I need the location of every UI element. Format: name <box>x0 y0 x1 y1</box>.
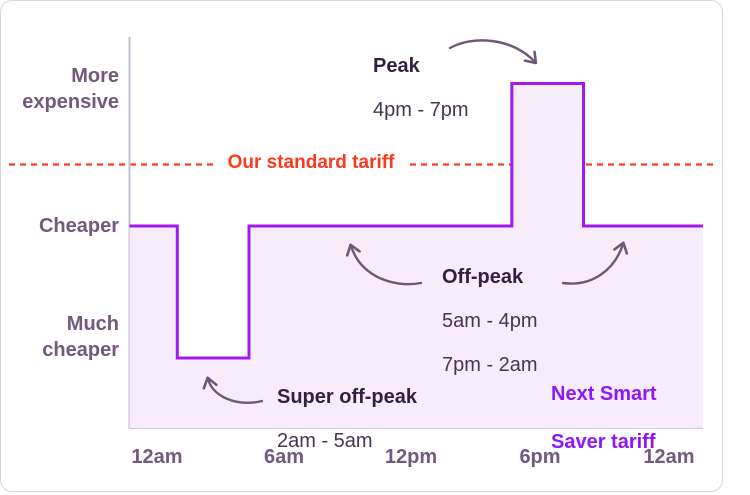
peak-annotation: Peak 4pm - 7pm <box>373 35 469 141</box>
tariff-name-label: Next Smart Saver tariff <box>551 358 657 478</box>
tariff-area-fill <box>129 83 703 428</box>
x-axis-label-12am-2: 12am <box>643 446 695 468</box>
peak-arrow <box>448 39 538 65</box>
tariff-chart-card: More expensive Cheaper Much cheaper 12am… <box>0 0 723 492</box>
off-peak-times-1: 5am - 4pm <box>442 310 538 332</box>
tariff-name-line1: Next Smart <box>551 383 657 405</box>
super-off-peak-annotation: Super off-peak 2am - 5am <box>277 366 417 472</box>
standard-tariff-label: Our standard tariff <box>227 152 395 173</box>
off-peak-times-2: 7pm - 2am <box>442 354 538 376</box>
tariff-step-line <box>129 82 703 360</box>
x-axis-label-6pm: 6pm <box>519 446 561 468</box>
off-peak-annotation: Off-peak 5am - 4pm 7pm - 2am <box>442 246 538 396</box>
x-axis-label-12pm: 12pm <box>384 446 438 468</box>
x-axis-label-12am: 12am <box>131 446 183 468</box>
super-off-peak-title: Super off-peak <box>277 386 418 408</box>
super-off-peak-arrow <box>202 376 264 404</box>
x-axis-label-6am: 6am <box>263 446 305 468</box>
y-axis-label-cheaper: Cheaper <box>38 215 119 237</box>
tariff-name-line2: Saver tariff <box>551 431 656 453</box>
super-off-peak-times: 2am - 5am <box>277 430 373 452</box>
y-axis-label-much-cheaper: Much cheaper <box>42 313 119 361</box>
off-peak-title: Off-peak <box>442 266 524 288</box>
off-peak-left-arrow <box>345 243 423 286</box>
tariff-chart <box>9 37 717 429</box>
peak-title: Peak <box>373 55 420 77</box>
peak-times: 4pm - 7pm <box>373 99 469 121</box>
off-peak-right-arrow <box>561 241 629 285</box>
y-axis-label-more-expensive: More expensive <box>22 65 119 113</box>
